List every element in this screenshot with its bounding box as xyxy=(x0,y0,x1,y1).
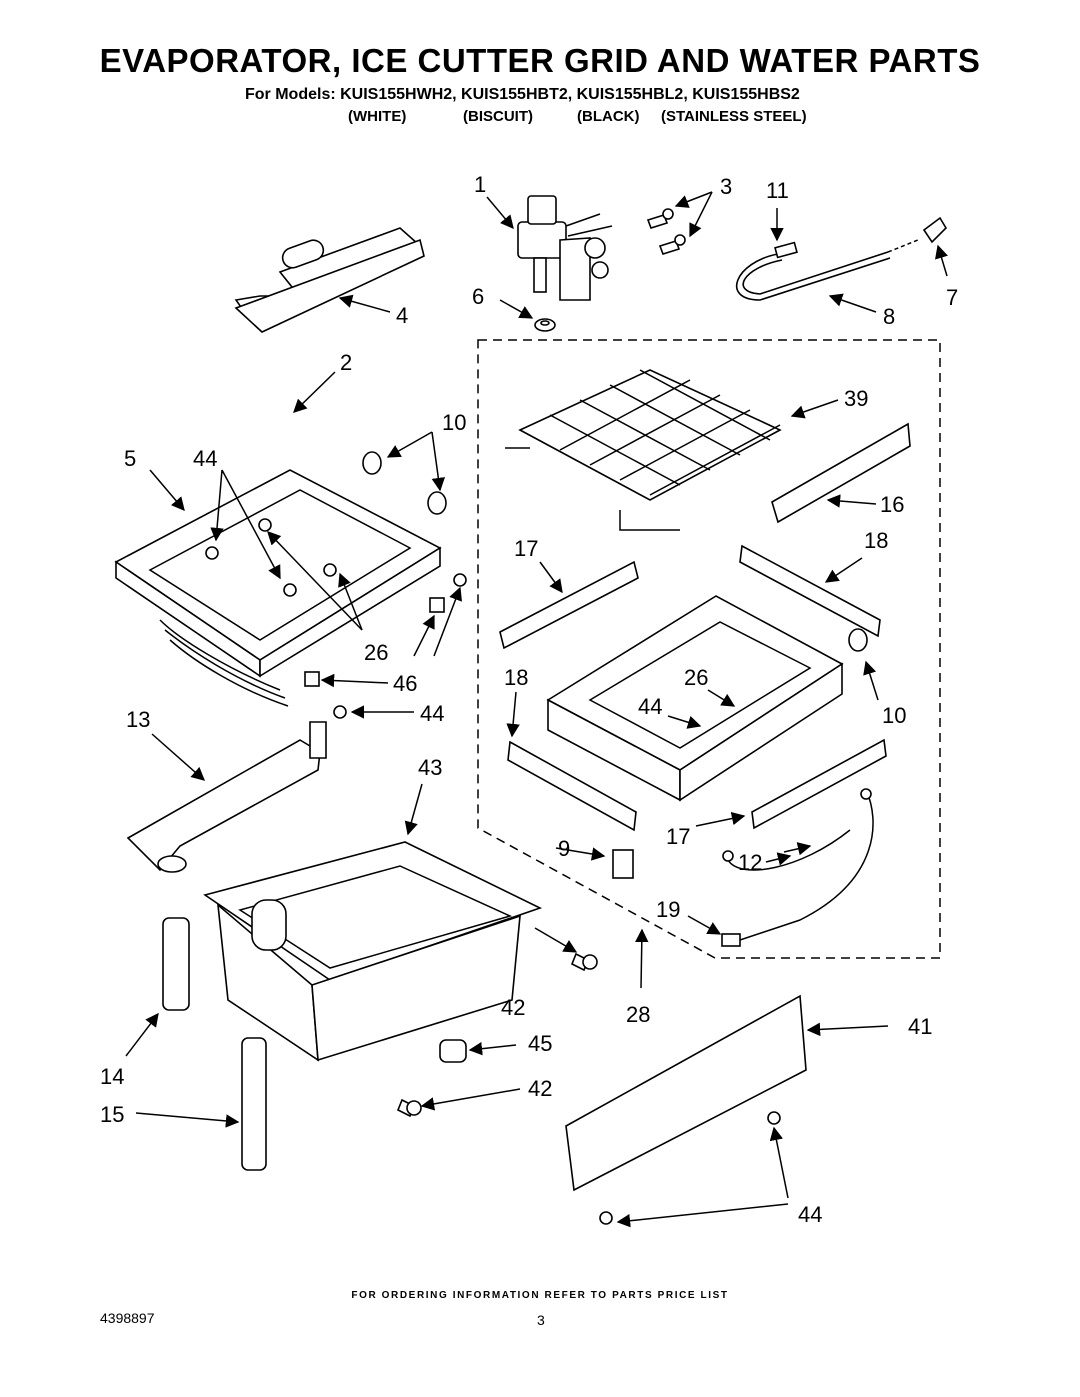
model-list: For Models: KUIS155HWH2, KUIS155HBT2, KU… xyxy=(245,86,800,103)
callout-14: 14 xyxy=(100,1064,124,1089)
callout-11: 11 xyxy=(766,178,789,203)
callout-9: 9 xyxy=(558,836,570,861)
callout-44: 44 xyxy=(193,446,217,471)
callout-18: 18 xyxy=(864,528,888,553)
drain-tubes xyxy=(162,917,267,1171)
callout-5: 5 xyxy=(124,446,136,471)
pan-fasteners xyxy=(396,952,598,1118)
callout-28: 28 xyxy=(626,1002,650,1027)
callout-6: 6 xyxy=(472,284,484,309)
callout-44: 44 xyxy=(798,1202,822,1227)
color-stainless-steel: (STAINLESS STEEL) xyxy=(661,108,807,125)
callout-numbers: 1 3 11 6 4 7 8 2 39 10 5 44 16 17 18 26 … xyxy=(100,172,958,1227)
water-pan xyxy=(203,841,543,1062)
callout-19: 19 xyxy=(656,897,680,922)
callout-12: 12 xyxy=(738,850,762,875)
document-number: 4398897 xyxy=(100,1310,155,1326)
callout-3: 3 xyxy=(720,174,732,199)
callout-2: 2 xyxy=(340,350,352,375)
grid-front-panel xyxy=(771,422,911,524)
grommets xyxy=(362,451,868,652)
leader-lines xyxy=(125,191,948,1228)
water-trough xyxy=(126,721,327,873)
callout-17: 17 xyxy=(666,824,690,849)
callout-46: 46 xyxy=(393,671,417,696)
water-valve xyxy=(517,195,613,301)
callout-10: 10 xyxy=(442,410,466,435)
callout-26: 26 xyxy=(364,640,388,665)
cutter-grid-wire xyxy=(505,369,782,531)
callout-8: 8 xyxy=(883,304,895,329)
clips xyxy=(304,597,445,687)
grid-wiring xyxy=(612,788,874,947)
nut xyxy=(534,318,556,332)
page-title: EVAPORATOR, ICE CUTTER GRID AND WATER PA… xyxy=(99,42,981,79)
evaporator-screws xyxy=(205,518,467,719)
color-black: (BLACK) xyxy=(577,108,640,125)
ordering-note: FOR ORDERING INFORMATION REFER TO PARTS … xyxy=(351,1290,729,1301)
page-number: 3 xyxy=(537,1312,545,1328)
splash-guard xyxy=(565,994,807,1225)
cutter-grid-frame xyxy=(546,595,844,802)
callout-44: 44 xyxy=(420,701,444,726)
callout-45: 45 xyxy=(528,1031,552,1056)
water-tube xyxy=(735,216,948,301)
callout-42: 42 xyxy=(501,995,525,1020)
evaporator-assembly xyxy=(114,469,442,707)
callout-17: 17 xyxy=(514,536,538,561)
grid-side-strips xyxy=(499,544,887,832)
callout-15: 15 xyxy=(100,1102,124,1127)
callout-4: 4 xyxy=(396,303,408,328)
assembly-boundary xyxy=(477,339,941,959)
valve-screws xyxy=(646,208,686,255)
color-biscuit: (BISCUIT) xyxy=(463,108,533,125)
ice-guide xyxy=(234,227,425,333)
callout-26: 26 xyxy=(684,665,708,690)
callout-43: 43 xyxy=(418,755,442,780)
callout-10: 10 xyxy=(882,703,906,728)
callout-16: 16 xyxy=(880,492,904,517)
callout-41: 41 xyxy=(908,1014,932,1039)
callout-39: 39 xyxy=(844,386,868,411)
fill-tube xyxy=(152,295,438,432)
callout-13: 13 xyxy=(126,707,150,732)
callout-7: 7 xyxy=(946,285,958,310)
callout-18: 18 xyxy=(504,665,528,690)
callout-42: 42 xyxy=(528,1076,552,1101)
callout-1: 1 xyxy=(474,172,486,197)
color-white: (WHITE) xyxy=(348,108,407,125)
callout-44: 44 xyxy=(638,694,662,719)
